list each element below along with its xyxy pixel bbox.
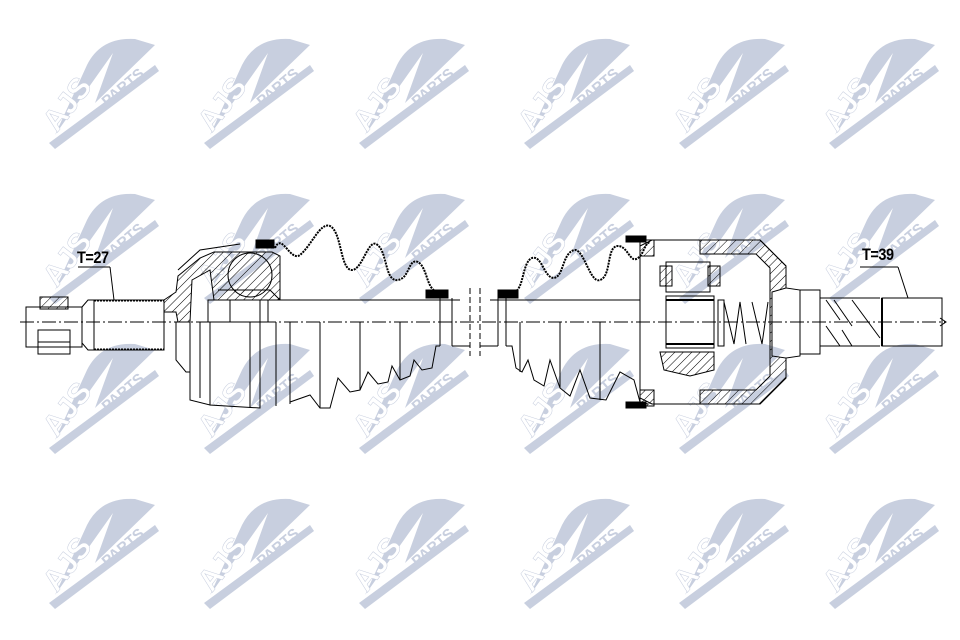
watermark-row-1 xyxy=(36,38,940,150)
inner-tripod-joint xyxy=(625,235,801,409)
main-shaft xyxy=(280,288,640,356)
inner-boot xyxy=(497,241,651,405)
right-spline-teeth-label: T=39 xyxy=(862,245,894,264)
left-spline-teeth-label: T=27 xyxy=(77,248,109,267)
watermark-row-3 xyxy=(36,343,940,455)
outer-cv-joint xyxy=(163,239,291,409)
right-spline-shaft xyxy=(799,266,947,355)
left-nut xyxy=(24,296,83,355)
watermark-row-4 xyxy=(36,498,940,610)
left-spline-shaft xyxy=(78,266,165,351)
outer-boot xyxy=(274,224,449,409)
watermark-row-2 xyxy=(36,193,940,305)
